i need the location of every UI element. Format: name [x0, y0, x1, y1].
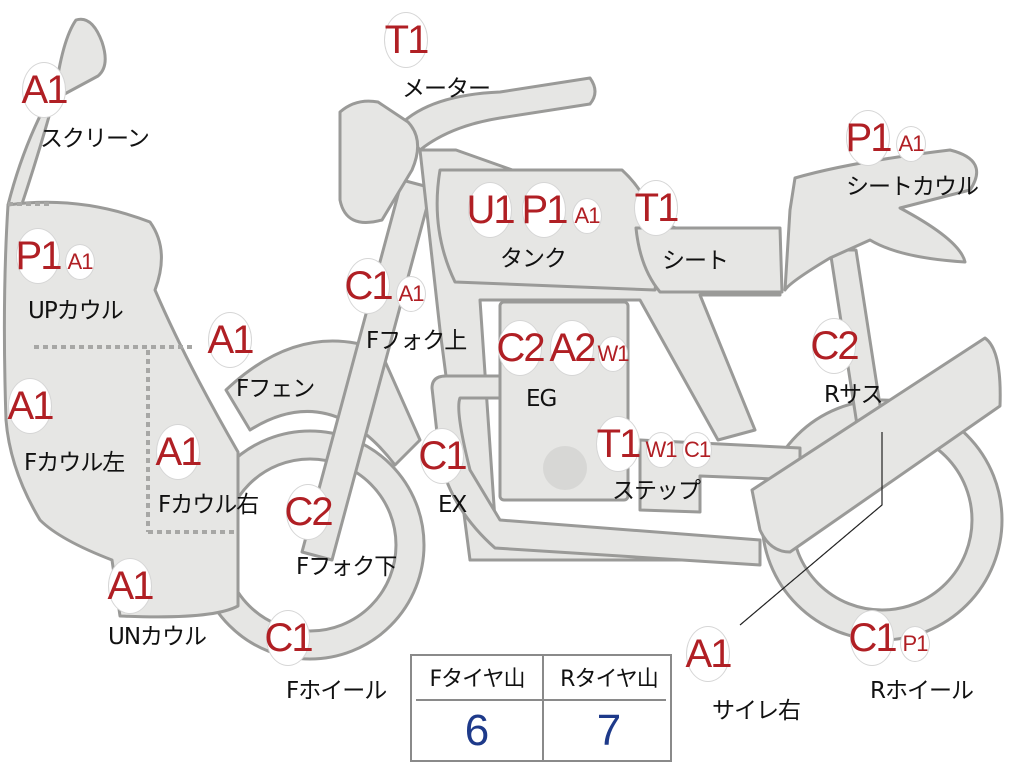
un-cowl-a1-badge: A1 [108, 558, 154, 614]
screen-label: スクリーン [40, 126, 150, 152]
f-fork-upper-label: Fフォク上 [366, 328, 467, 354]
f-fork-lower-c2-badge: C2 [284, 484, 334, 540]
seat-cowl-a1-badge: A1 [896, 126, 926, 162]
tank-a1-badge: A1 [572, 198, 602, 234]
meter-label: メーター [402, 76, 491, 102]
silencer-leader-line [739, 432, 883, 626]
f-fork-lower-label: Fフォク下 [296, 554, 397, 580]
up-cowl-p1-badge: P1 [16, 228, 62, 284]
step-c1-badge: C1 [682, 432, 712, 468]
engine-detail-circle [543, 446, 587, 490]
cowl-shape [2, 200, 240, 619]
f-wheel-c1-badge: C1 [264, 610, 314, 666]
up-cowl-a1-badge: A1 [65, 244, 95, 280]
ex-c1-badge: C1 [418, 428, 468, 484]
f-cowl-right-a1-badge: A1 [156, 424, 202, 480]
silencer-shape [750, 336, 1002, 554]
seat-label: シート [662, 248, 729, 274]
silencer-right-a1-badge: A1 [686, 626, 732, 682]
f-fork-upper-c1-badge: C1 [344, 258, 394, 314]
screen-a1-badge: A1 [22, 62, 68, 118]
r-wheel-label: Rホイール [870, 678, 974, 704]
table-divider-horizontal [416, 699, 666, 701]
seat-t1-badge: T1 [634, 180, 679, 236]
tire-tread-table: Fタイヤ山 Rタイヤ山 6 7 [410, 654, 672, 762]
meter-t1-badge: T1 [384, 12, 429, 68]
f-fender-a1-badge: A1 [208, 312, 254, 368]
handlebar-shape [398, 76, 597, 152]
r-wheel-c1-badge: C1 [848, 610, 898, 666]
step-t1-badge: T1 [596, 416, 641, 472]
f-cowl-left-a1-badge: A1 [8, 378, 54, 434]
un-cowl-label: UNカウル [108, 624, 207, 650]
r-wheel-p1-badge: P1 [900, 626, 930, 662]
up-cowl-label: UPカウル [28, 298, 124, 324]
eg-label: EG [526, 386, 557, 412]
f-cowl-right-label: Fカウル右 [158, 492, 259, 518]
eg-a2-badge: A2 [550, 320, 596, 376]
meter-shape [338, 99, 420, 224]
step-label: ステップ [612, 478, 701, 504]
tank-label: タンク [500, 246, 567, 272]
rear-tire-value: 7 [596, 706, 622, 755]
step-shape [638, 438, 802, 514]
screen-shape [6, 17, 107, 212]
silencer-right-label: サイレ右 [712, 698, 801, 724]
f-fork-upper-a1-badge: A1 [396, 276, 426, 312]
exhaust-shape [430, 374, 762, 567]
seat-cowl-shape [783, 148, 979, 292]
front-tire-value: 6 [464, 706, 490, 755]
f-fender-label: Fフェン [236, 376, 315, 402]
front-tire-header: Fタイヤ山 [429, 667, 526, 692]
step-w1-badge: W1 [646, 432, 678, 468]
tank-p1-badge: P1 [522, 182, 568, 238]
rear-tire-header: Rタイヤ山 [560, 667, 659, 692]
seat-cowl-label: シートカウル [846, 174, 979, 200]
f-wheel-label: Fホイール [286, 678, 387, 704]
tank-u1-badge: U1 [466, 182, 516, 238]
table-divider-vertical [542, 656, 544, 760]
front-fork-shape [300, 178, 434, 562]
eg-w1-badge: W1 [598, 336, 630, 372]
ex-label: EX [438, 492, 467, 518]
r-sus-c2-badge: C2 [810, 318, 860, 374]
f-cowl-left-label: Fカウル左 [24, 450, 125, 476]
seat-shape [634, 226, 784, 294]
r-sus-label: Rサス [824, 382, 884, 408]
seat-cowl-p1-badge: P1 [846, 110, 892, 166]
eg-c2-badge: C2 [496, 320, 546, 376]
